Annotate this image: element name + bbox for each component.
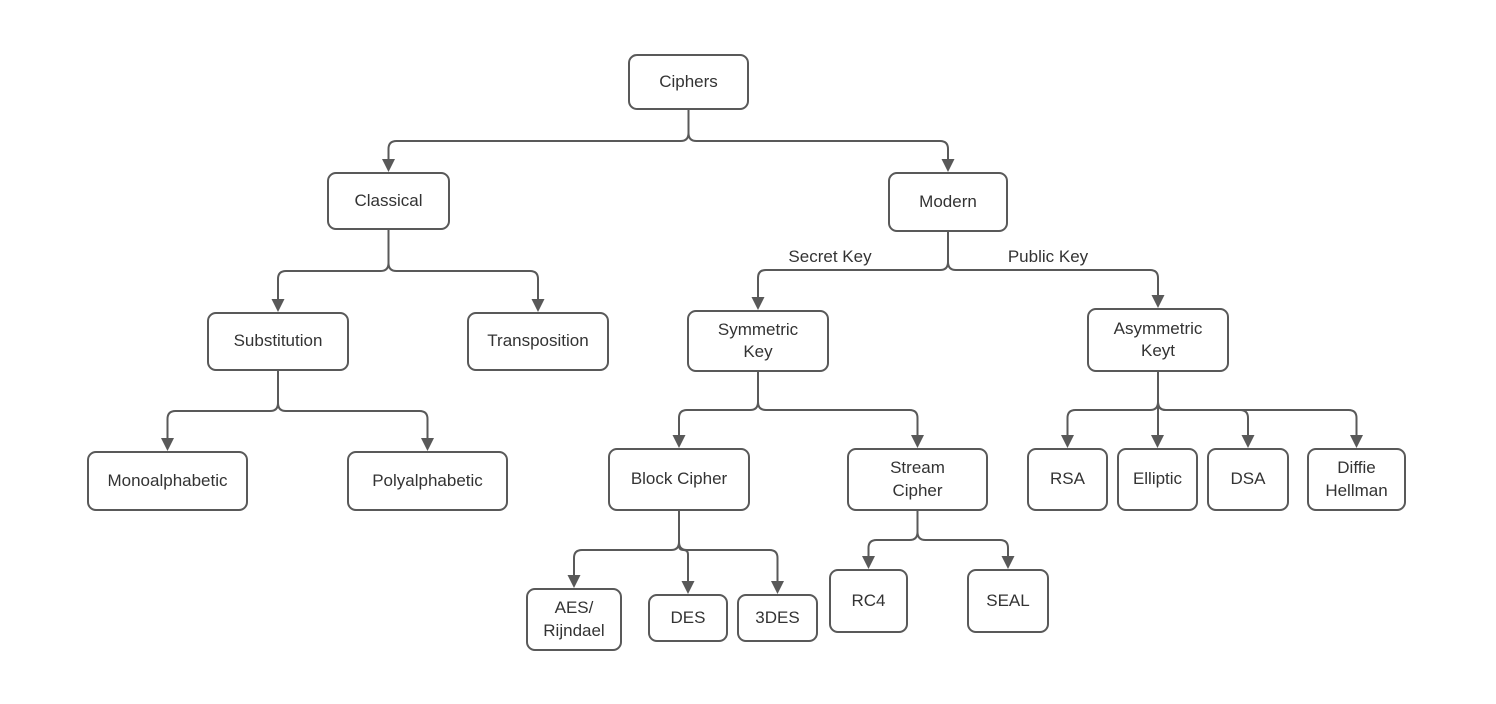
node-label: Substitution <box>233 331 323 351</box>
node-substitution: Substitution <box>207 312 349 371</box>
node-label: Polyalphabetic <box>372 470 483 490</box>
node-label: Diffie Hellman <box>1325 458 1388 500</box>
node-label: Elliptic <box>1132 469 1183 489</box>
node-symmetric-key: Symmetric Key <box>687 310 829 372</box>
node-3des: 3DES <box>737 594 818 642</box>
node-label: SEAL <box>986 590 1030 610</box>
node-diffie-hellman: Diffie Hellman <box>1307 448 1406 511</box>
node-label: Modern <box>919 191 977 211</box>
node-label: DSA <box>1230 469 1266 489</box>
node-label: Asymmetric Keyt <box>1113 318 1203 360</box>
node-label: 3DES <box>755 607 800 627</box>
node-aes-rijndael: AES/ Rijndael <box>526 588 622 651</box>
node-label: AES/ Rijndael <box>543 598 605 640</box>
node-label: RSA <box>1050 469 1085 489</box>
node-label: Classical <box>354 190 423 210</box>
node-modern: Modern <box>888 172 1008 232</box>
edge-label-secret-key: Secret Key <box>786 247 874 267</box>
node-label: Block Cipher <box>630 469 728 489</box>
node-polyalphabetic: Polyalphabetic <box>347 451 508 511</box>
node-label: RC4 <box>851 590 886 610</box>
edge-label-public-key: Public Key <box>1005 247 1091 267</box>
node-stream-cipher: Stream Cipher <box>847 448 988 511</box>
node-label: Stream Cipher <box>890 458 945 500</box>
node-transposition: Transposition <box>467 312 609 371</box>
node-ciphers: Ciphers <box>628 54 749 110</box>
node-block-cipher: Block Cipher <box>608 448 750 511</box>
node-rc4: RC4 <box>829 569 908 633</box>
node-label: DES <box>670 607 706 627</box>
node-label: Symmetric Key <box>717 319 799 361</box>
node-label: Monoalphabetic <box>107 470 228 490</box>
node-des: DES <box>648 594 728 642</box>
node-rsa: RSA <box>1027 448 1108 511</box>
node-elliptic: Elliptic <box>1117 448 1198 511</box>
node-dsa: DSA <box>1207 448 1289 511</box>
node-classical: Classical <box>327 172 450 230</box>
node-asymmetric-key: Asymmetric Keyt <box>1087 308 1229 372</box>
node-monoalphabetic: Monoalphabetic <box>87 451 248 511</box>
node-label: Transposition <box>487 331 589 351</box>
node-label: Ciphers <box>659 71 718 91</box>
node-seal: SEAL <box>967 569 1049 633</box>
